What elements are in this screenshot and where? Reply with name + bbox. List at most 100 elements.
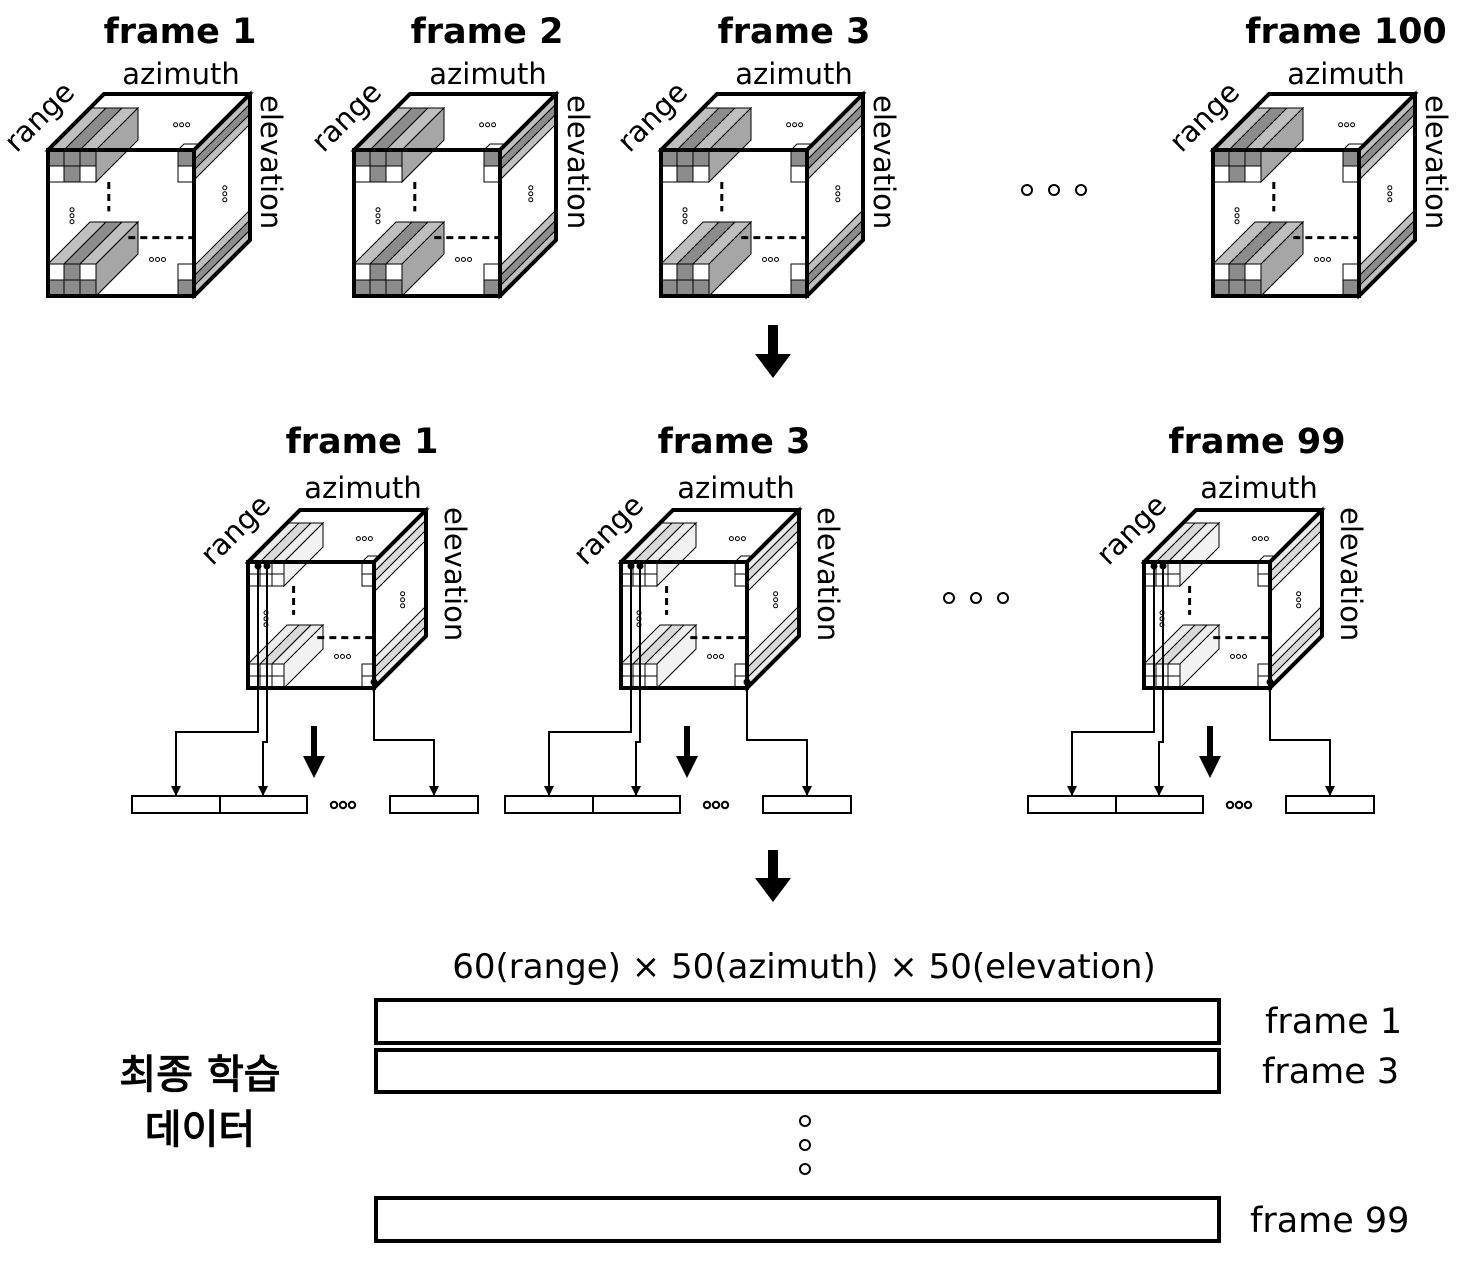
ellipsis-dot (835, 197, 841, 203)
ellipsis-dot (702, 800, 712, 810)
section-arrow-head (755, 354, 791, 378)
ellipsis-dot (222, 197, 228, 203)
azimuth-axis-label: azimuth (735, 57, 853, 91)
ellipsis-dot (799, 1163, 811, 1175)
down-arrow-shaft (311, 726, 317, 758)
sample-point (636, 562, 644, 570)
row2-frame-title: frame 3 (657, 422, 811, 462)
row1-frame-title: frame 100 (1245, 12, 1447, 52)
grid-cell (1228, 279, 1246, 297)
grid-cell (644, 573, 658, 587)
vector-cell (592, 795, 681, 814)
sample-point (1266, 678, 1274, 686)
section-arrow-shaft (768, 325, 778, 356)
ellipsis-dot (997, 592, 1009, 604)
ellipsis-dot (69, 213, 75, 219)
grid-cell (63, 165, 81, 183)
ellipsis-dot (1387, 191, 1393, 197)
ellipsis-dot (835, 185, 841, 191)
vector-cell (131, 795, 221, 814)
ellipsis-dot (1234, 213, 1240, 219)
ellipsis-dots (1230, 654, 1247, 659)
ellipsis-dot (734, 536, 740, 542)
elevation-axis-label: elevation (811, 507, 845, 642)
front-cells-top-left (47, 149, 97, 183)
ellipsis-dot (1234, 207, 1240, 213)
connector-arrowhead (1067, 786, 1077, 796)
azimuth-axis-label: azimuth (429, 57, 547, 91)
cube-front-outline (1211, 148, 1361, 298)
ellipsis-dot (1236, 654, 1241, 659)
front-cells-top-right (483, 149, 501, 183)
ellipsis-dot (161, 257, 166, 262)
radar-cube (1209, 90, 1419, 300)
grid-cell (483, 149, 501, 167)
ellipsis-dot (346, 654, 351, 659)
grid-cell (1244, 165, 1262, 183)
training-frame-bar (374, 1196, 1221, 1243)
ellipsis-dot (799, 1115, 811, 1127)
radar-cube (44, 90, 254, 300)
ellipsis-dot (1326, 257, 1331, 262)
ellipsis-dot (1257, 536, 1263, 542)
ellipsis-dot (713, 654, 718, 659)
final-training-data-title-line1: 최종 학습 (119, 1052, 281, 1098)
ellipsis-dot (347, 800, 357, 810)
ellipsis-dots (400, 591, 406, 609)
grid-cell (676, 149, 694, 167)
ellipsis-dot (334, 654, 339, 659)
grid-cell (353, 165, 371, 183)
front-cells-bottom-right (177, 263, 195, 297)
grid-cell (1342, 263, 1360, 281)
ellipsis-dot (1314, 257, 1319, 262)
down-arrow-shaft (684, 726, 690, 758)
arrows-layer (303, 325, 1221, 902)
grid-cell (353, 149, 371, 167)
azimuth-axis-label: azimuth (677, 471, 795, 505)
sampled-radar-cube (244, 506, 430, 692)
down-arrow-head (303, 756, 325, 778)
grid-cell (1212, 263, 1230, 281)
grid-cell (660, 279, 678, 297)
dimensions-label: 60(range) × 50(azimuth) × 50(elevation) (452, 947, 1156, 987)
ellipsis-dots (69, 207, 75, 225)
grid-cell (1228, 165, 1246, 183)
vector-cell (504, 795, 594, 814)
grid-cell (676, 165, 694, 183)
ellipsis-dots (1338, 122, 1356, 128)
elevation-axis-label: elevation (1419, 95, 1453, 230)
front-cells-bottom-right (1342, 263, 1360, 297)
ellipsis-dot (970, 592, 982, 604)
grid-cell (385, 165, 403, 183)
grid-cell (271, 663, 285, 677)
ellipsis-dot (1263, 536, 1269, 542)
ellipsis-dots (355, 536, 373, 542)
sample-connectors (171, 562, 439, 796)
grid-cell (177, 279, 195, 297)
connector-line (1158, 566, 1164, 796)
ellipsis-dot (798, 122, 804, 128)
grid-cell (177, 263, 195, 281)
ellipsis-dot (799, 1139, 811, 1151)
grid-cell (79, 149, 97, 167)
grid-cell (1228, 149, 1246, 167)
ellipsis-dot (1350, 122, 1356, 128)
ellipsis-dot (943, 592, 955, 604)
grid-cell (47, 263, 65, 281)
ellipsis-dots (1296, 591, 1302, 609)
ellipsis-dot (786, 122, 792, 128)
cubes-layer (44, 90, 1419, 692)
feature-vector (1027, 795, 1375, 814)
grid-cell (1244, 149, 1262, 167)
ellipsis-dot (149, 257, 154, 262)
ellipsis-dot (1387, 185, 1393, 191)
azimuth-axis-label: azimuth (1287, 57, 1405, 91)
ellipsis-dot (1296, 591, 1302, 597)
grid-cell (676, 279, 694, 297)
ellipsis-dot (682, 207, 688, 213)
ellipsis-dots (762, 257, 779, 262)
ellipsis-dot (479, 122, 485, 128)
sample-point (743, 678, 751, 686)
ellipsis-dot (768, 257, 773, 262)
grid-cell (385, 149, 403, 167)
